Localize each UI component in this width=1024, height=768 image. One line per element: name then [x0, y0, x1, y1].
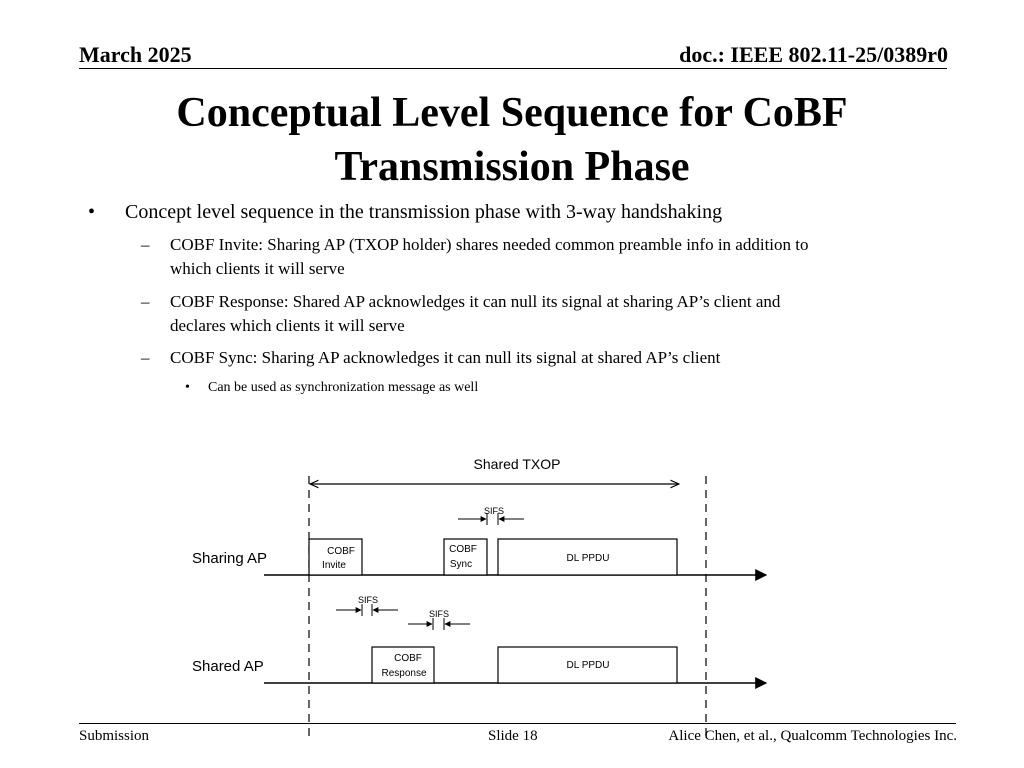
- cobf-sync-text-1: COBF: [449, 544, 477, 555]
- dl-ppdu-text: DL PPDU: [567, 660, 610, 671]
- title-line-1: Conceptual Level Sequence for CoBF: [176, 90, 848, 136]
- dash-symbol: –: [141, 292, 150, 311]
- header-date: March 2025: [79, 42, 192, 67]
- sharing-ap-label: Sharing AP: [192, 550, 267, 567]
- shared-txop-label: Shared TXOP: [474, 456, 561, 472]
- cobf-sync-frame: COBF Sync: [443, 538, 488, 576]
- footer-submission: Submission: [79, 728, 150, 744]
- shared-ap-label: Shared AP: [192, 658, 264, 675]
- sub-bullet-response-line2: declares which clients it will serve: [170, 316, 405, 335]
- cobf-sync-text-2: Sync: [450, 559, 472, 570]
- footer-divider: [79, 723, 956, 724]
- sub-sub-bullet-text: Can be used as synchronization message a…: [208, 380, 479, 395]
- footer-slide-number: Slide 18: [488, 728, 538, 744]
- header-doc-id: doc.: IEEE 802.11-25/0389r0: [679, 42, 948, 67]
- bullet-main: • Concept level sequence in the transmis…: [88, 201, 722, 224]
- dash-symbol: –: [141, 235, 150, 254]
- cobf-invite-text-1: COBF: [327, 546, 355, 557]
- sub-bullet-invite-line1: COBF Invite: Sharing AP (TXOP holder) sh…: [170, 235, 809, 254]
- sifs-label-mid-right: SIFS: [429, 609, 449, 619]
- sub-bullet-invite-line2: which clients it will serve: [170, 259, 345, 278]
- sub-sub-bullet: • Can be used as synchronization message…: [185, 380, 478, 396]
- header-divider: [79, 68, 947, 69]
- bullet-symbol: •: [88, 201, 96, 223]
- footer-authors: Alice Chen, et al., Qualcomm Technologie…: [668, 728, 957, 744]
- bullet-main-text: Concept level sequence in the transmissi…: [125, 201, 723, 223]
- bullet-symbol: •: [185, 380, 190, 395]
- sub-bullet-response-line1: COBF Response: Shared AP acknowledges it…: [170, 292, 781, 311]
- cobf-response-frame: COBF Response: [371, 646, 435, 684]
- cobf-response-text-2: Response: [381, 668, 426, 679]
- dl-ppdu-frame-sharing: DL PPDU: [497, 538, 678, 576]
- slide-title: Conceptual Level Sequence for CoBF Trans…: [0, 86, 1024, 194]
- cobf-invite-text-2: Invite: [322, 560, 346, 571]
- dl-ppdu-text: DL PPDU: [567, 553, 610, 564]
- cobf-invite-frame: COBF Invite: [308, 538, 363, 576]
- title-line-2: Transmission Phase: [334, 144, 690, 190]
- sifs-label-top: SIFS: [484, 506, 504, 516]
- sifs-label-mid-left: SIFS: [358, 595, 378, 605]
- dash-symbol: –: [141, 348, 150, 367]
- dl-ppdu-frame-shared: DL PPDU: [497, 646, 678, 684]
- sub-bullet-sync-line1: COBF Sync: Sharing AP acknowledges it ca…: [170, 348, 721, 367]
- cobf-response-text-1: COBF: [394, 653, 422, 664]
